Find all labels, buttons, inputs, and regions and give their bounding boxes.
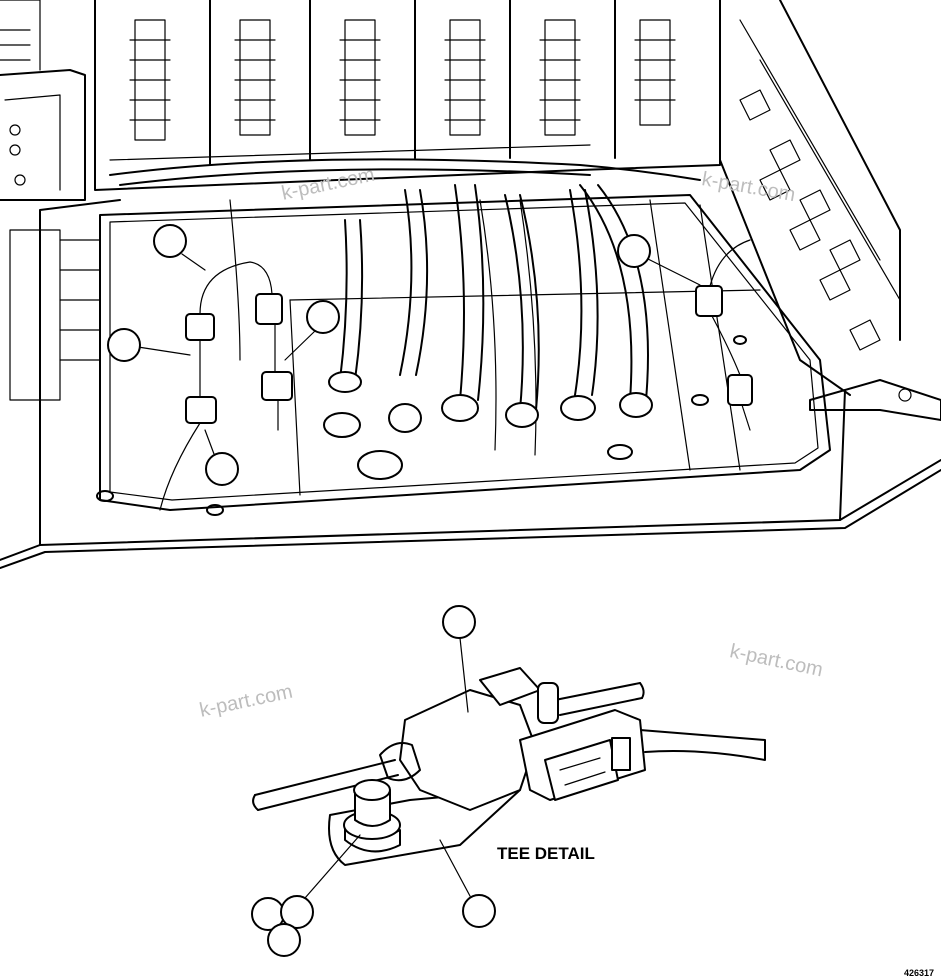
left-bracket (0, 0, 101, 401)
cabinet-view (0, 0, 941, 569)
callout-circle (280, 895, 314, 929)
callout-circle (462, 894, 496, 928)
tee-detail-view (251, 605, 766, 957)
floor-grommets (96, 335, 747, 516)
callout-circle (205, 452, 239, 486)
terminal-modules (94, 0, 721, 191)
relay-rack (719, 0, 941, 421)
callout-circle (153, 224, 187, 258)
tee-connectors (159, 239, 753, 511)
cable-hoses (229, 184, 649, 456)
callouts-upper (107, 224, 701, 486)
callout-circle (267, 923, 301, 957)
callout-circle (107, 328, 141, 362)
callout-circle (442, 605, 476, 639)
detail-label: TEE DETAIL (497, 844, 595, 863)
callout-circle (617, 234, 651, 268)
figure-number: 426317 (904, 968, 935, 978)
callout-circle (306, 300, 340, 334)
